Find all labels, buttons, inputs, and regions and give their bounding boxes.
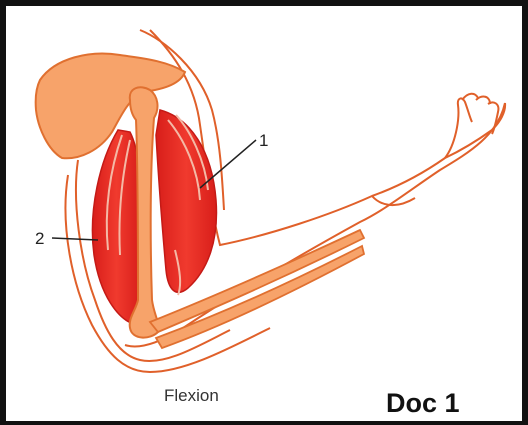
label-triceps-number: 2	[35, 229, 44, 249]
leader-line-2	[52, 238, 98, 240]
label-biceps-number: 1	[259, 131, 268, 151]
figure-caption: Flexion	[164, 386, 219, 406]
biceps-muscle	[156, 110, 216, 292]
triceps-muscle	[92, 130, 140, 325]
document-title: Doc 1	[386, 388, 460, 419]
